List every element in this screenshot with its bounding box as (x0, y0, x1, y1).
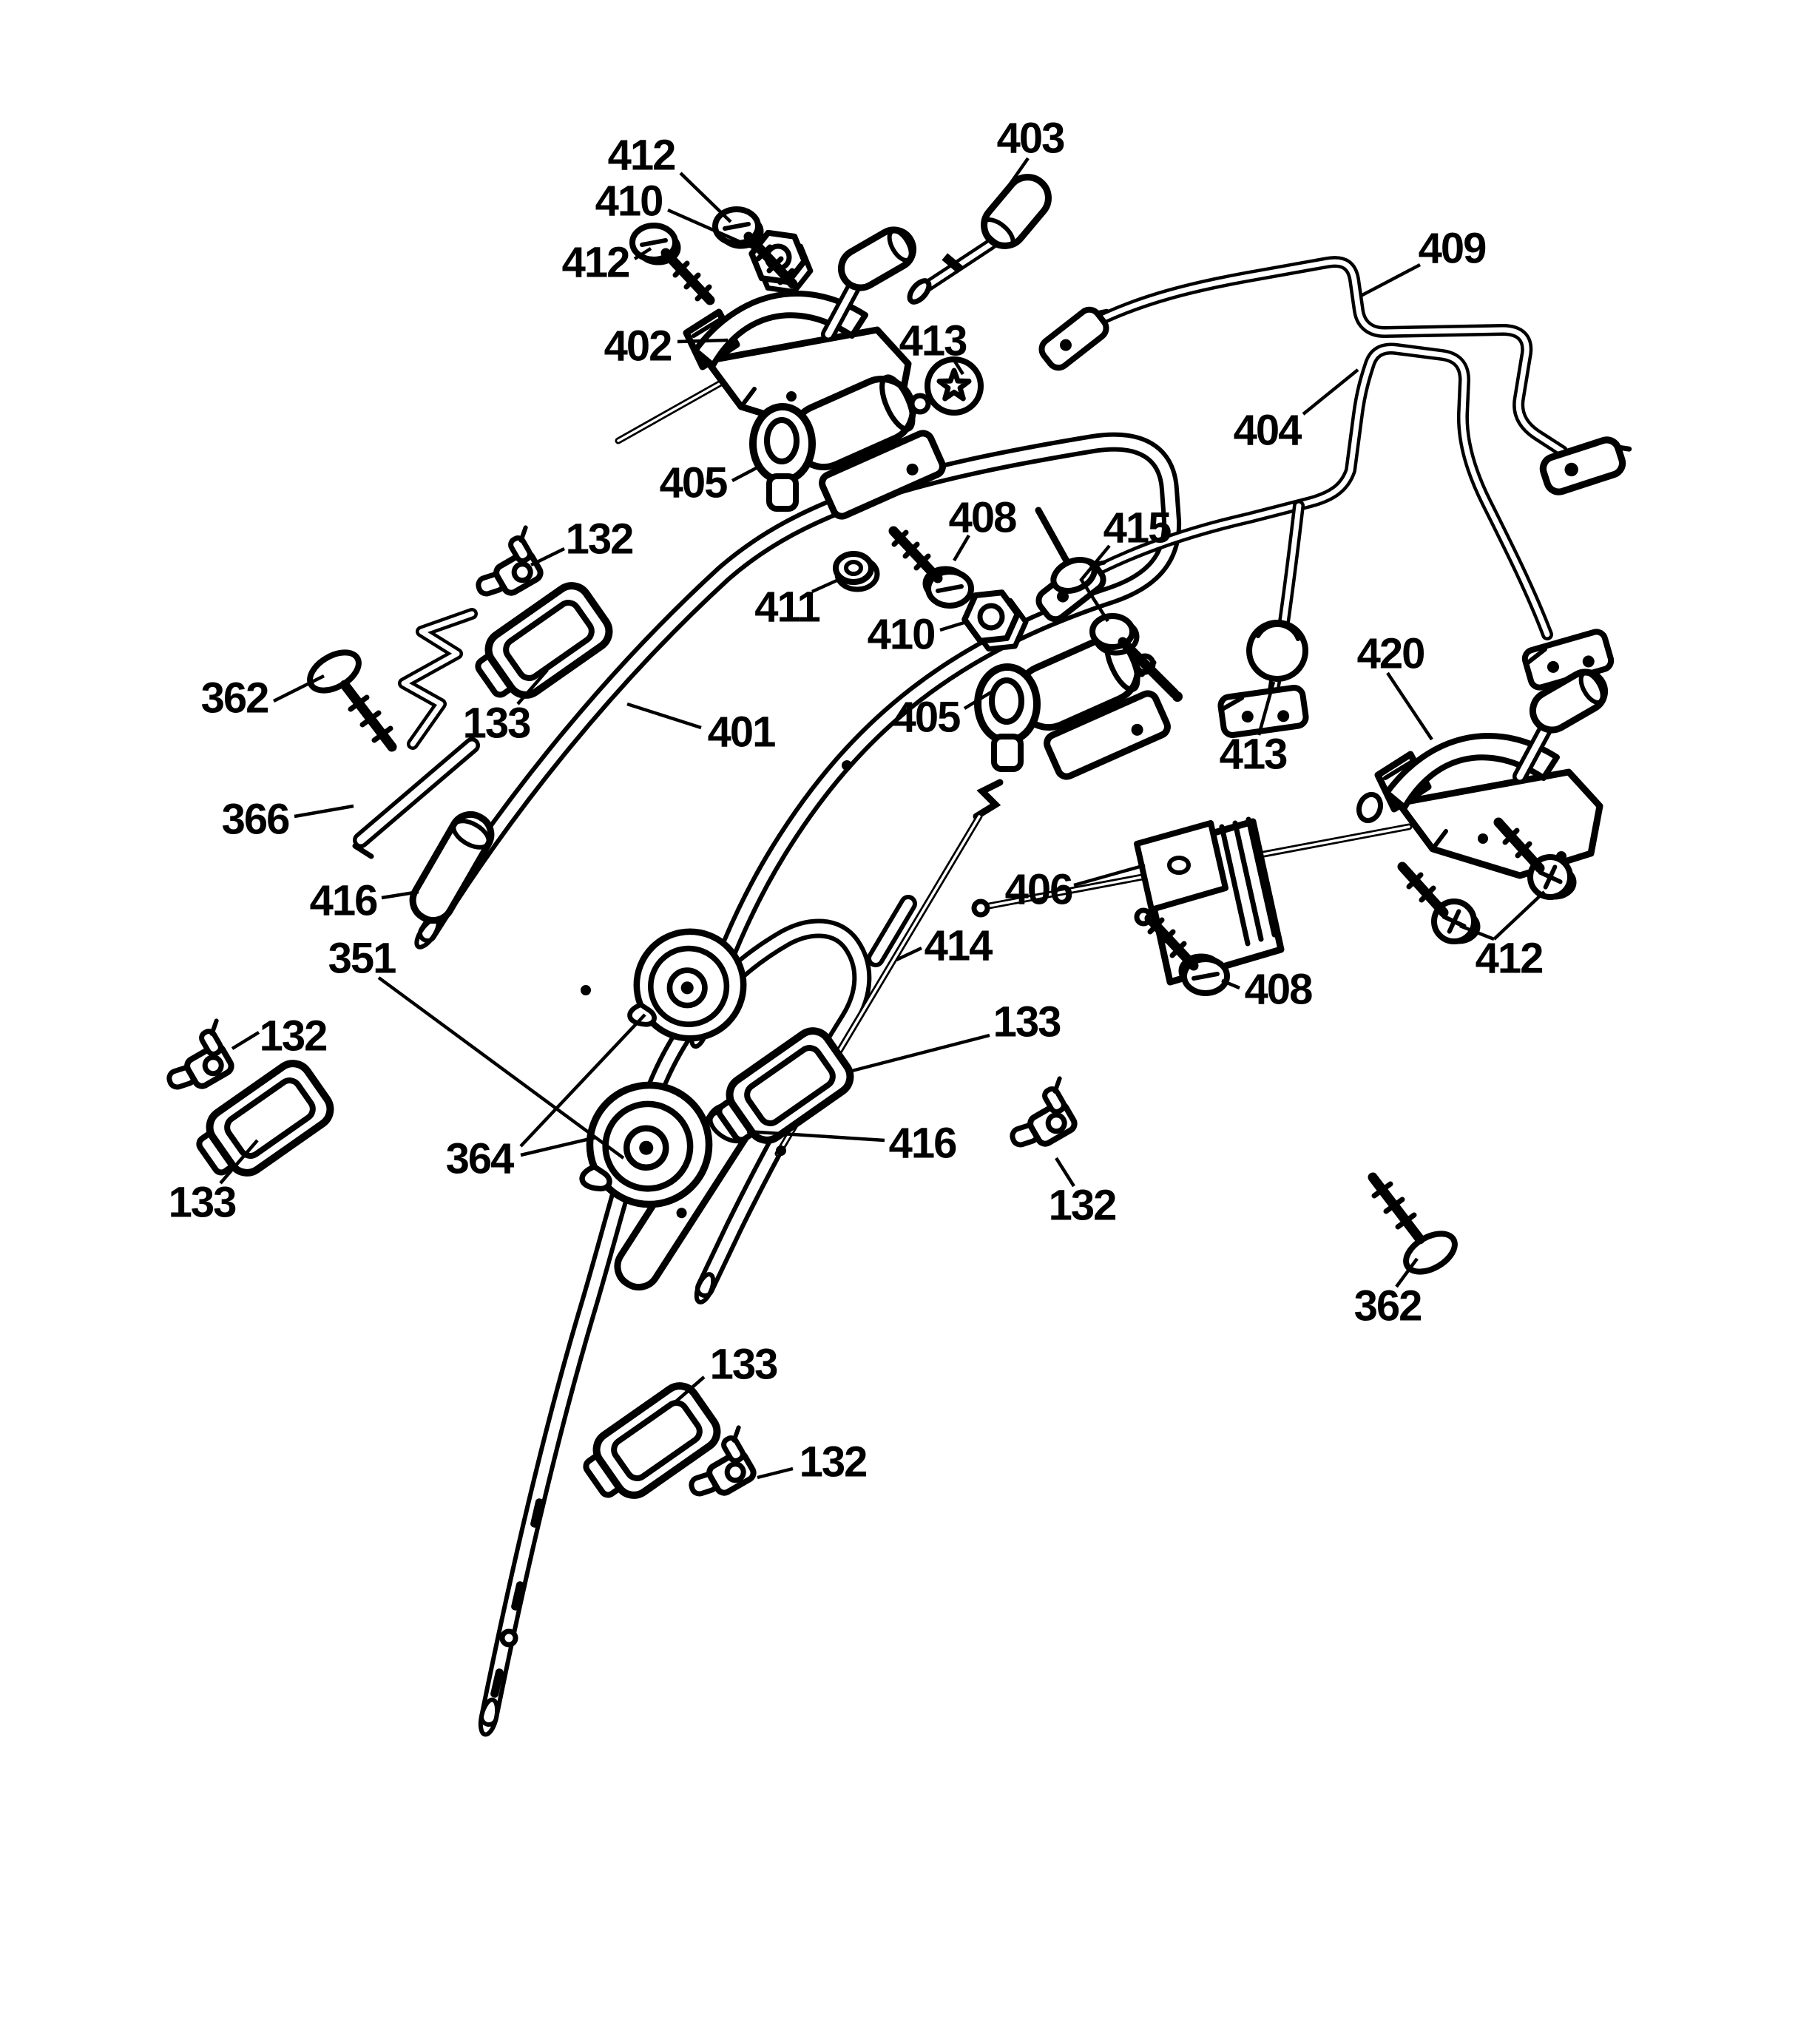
part-label-406-21: 406 (1005, 866, 1073, 914)
leader-line-132-32 (1055, 1157, 1075, 1188)
part-label-411-12: 411 (754, 583, 819, 632)
part-413-cap (1246, 620, 1308, 682)
part-label-132-9: 132 (566, 515, 633, 564)
part-409-bracket (1038, 256, 1635, 495)
leader-line-362-33 (1395, 1257, 1419, 1288)
part-label-401-19: 401 (708, 708, 776, 757)
part-362-screw (1373, 1177, 1461, 1279)
leader-line-405-14 (963, 691, 993, 710)
part-label-412-2: 412 (562, 239, 629, 287)
part-410-nut (962, 590, 1028, 651)
part-420-throttle-control (1378, 665, 1612, 876)
part-label-366-20: 366 (222, 796, 290, 844)
leader-line-401-19 (626, 702, 702, 730)
leader-line-410-13 (939, 619, 970, 632)
leader-line-362-17 (272, 674, 325, 703)
part-label-402-3: 402 (604, 322, 672, 370)
part-label-364-30: 364 (446, 1135, 515, 1183)
part-label-351-26: 351 (328, 935, 396, 983)
part-label-413-5: 413 (899, 317, 967, 365)
part-label-405-14: 405 (893, 694, 961, 742)
part-label-414-25: 414 (925, 922, 993, 970)
part-label-413-16: 413 (1220, 731, 1288, 779)
part-label-416-31: 416 (889, 1120, 957, 1168)
part-412-screw (1402, 867, 1478, 941)
part-label-420-15: 420 (1357, 630, 1424, 678)
part-label-133-29: 133 (169, 1179, 237, 1227)
leader-line-404-7 (1302, 368, 1359, 416)
part-label-404-7: 404 (1234, 407, 1302, 455)
leader-line-414-25 (896, 946, 922, 962)
leader-line-366-20 (294, 804, 354, 819)
leader-line-133-34 (669, 1375, 706, 1408)
part-133-grommet (468, 579, 616, 711)
part-label-362-17: 362 (201, 674, 268, 722)
leader-line-408-24 (1221, 978, 1240, 990)
leader-line-402-3 (677, 338, 729, 344)
part-label-132-27: 132 (260, 1012, 327, 1060)
leader-line-406-21 (1073, 863, 1146, 887)
part-405-cable-clamp (978, 629, 1170, 779)
part-label-415-11: 415 (1103, 504, 1172, 552)
part-416-sleeve (409, 811, 495, 924)
part-label-133-18: 133 (463, 700, 531, 748)
part-362-screw (303, 645, 392, 747)
leader-line-412-0 (679, 172, 732, 223)
leader-line-416-31 (746, 1129, 885, 1143)
leader-line-133-28 (851, 1033, 990, 1073)
leader-line-132-27 (231, 1031, 260, 1050)
leader-line-412-23 (1459, 924, 1495, 941)
leader-line-351-26 (377, 976, 625, 1160)
part-label-403-4: 403 (997, 115, 1065, 163)
part-403-handle-pin (907, 174, 1052, 305)
leader-line-405-8 (731, 464, 762, 482)
part-132-clip (154, 1021, 242, 1100)
leader-line-409-6 (1359, 263, 1422, 297)
leader-line-412-23 (1493, 890, 1546, 941)
part-label-412-0: 412 (608, 132, 675, 180)
part-label-416-22: 416 (310, 877, 378, 925)
part-132-clip (997, 1078, 1085, 1158)
part-label-409-6: 409 (1419, 225, 1487, 273)
leader-line-413-16 (1257, 681, 1276, 736)
part-364-knob (629, 932, 743, 1038)
part-413-star-washer (925, 356, 984, 416)
part-label-408-10: 408 (949, 494, 1017, 542)
part-label-405-8: 405 (660, 459, 728, 507)
leader-line-415-11 (1079, 544, 1111, 623)
part-364-knob (582, 1085, 709, 1204)
leader-line-412-2 (633, 247, 652, 260)
part-366-bracket (352, 608, 480, 859)
handle-hole (499, 1628, 518, 1648)
part-132-clip (463, 527, 551, 607)
leader-line-416-22 (381, 890, 419, 900)
leader-line-420-15 (1386, 671, 1433, 741)
leader-line-133-18 (516, 669, 549, 705)
leader-line-132-9 (530, 546, 565, 567)
part-415-pin (1035, 507, 1183, 702)
part-label-410-1: 410 (595, 177, 663, 226)
part-label-133-34: 133 (710, 1341, 778, 1389)
part-label-133-28: 133 (993, 998, 1061, 1046)
part-label-410-13: 410 (868, 611, 935, 659)
leader-line-364-30 (520, 1135, 597, 1157)
part-label-362-33: 362 (1354, 1282, 1422, 1330)
leader-line-133-29 (219, 1139, 259, 1185)
part-label-412-23: 412 (1476, 935, 1543, 983)
leader-line-411-12 (811, 576, 842, 594)
part-408-screw (893, 531, 971, 606)
leader-line-410-1 (667, 208, 763, 254)
part-label-132-32: 132 (1049, 1182, 1116, 1230)
leader-line-413-5 (953, 359, 964, 376)
part-label-408-24: 408 (1245, 966, 1313, 1014)
part-411-nut (836, 554, 877, 589)
leader-line-364-30 (519, 1013, 646, 1148)
leader-line-408-10 (953, 534, 970, 562)
leader-line-403-4 (1004, 157, 1030, 192)
part-412-screw (632, 226, 710, 300)
leader-line-132-35 (757, 1466, 794, 1480)
part-label-132-35: 132 (800, 1438, 867, 1486)
